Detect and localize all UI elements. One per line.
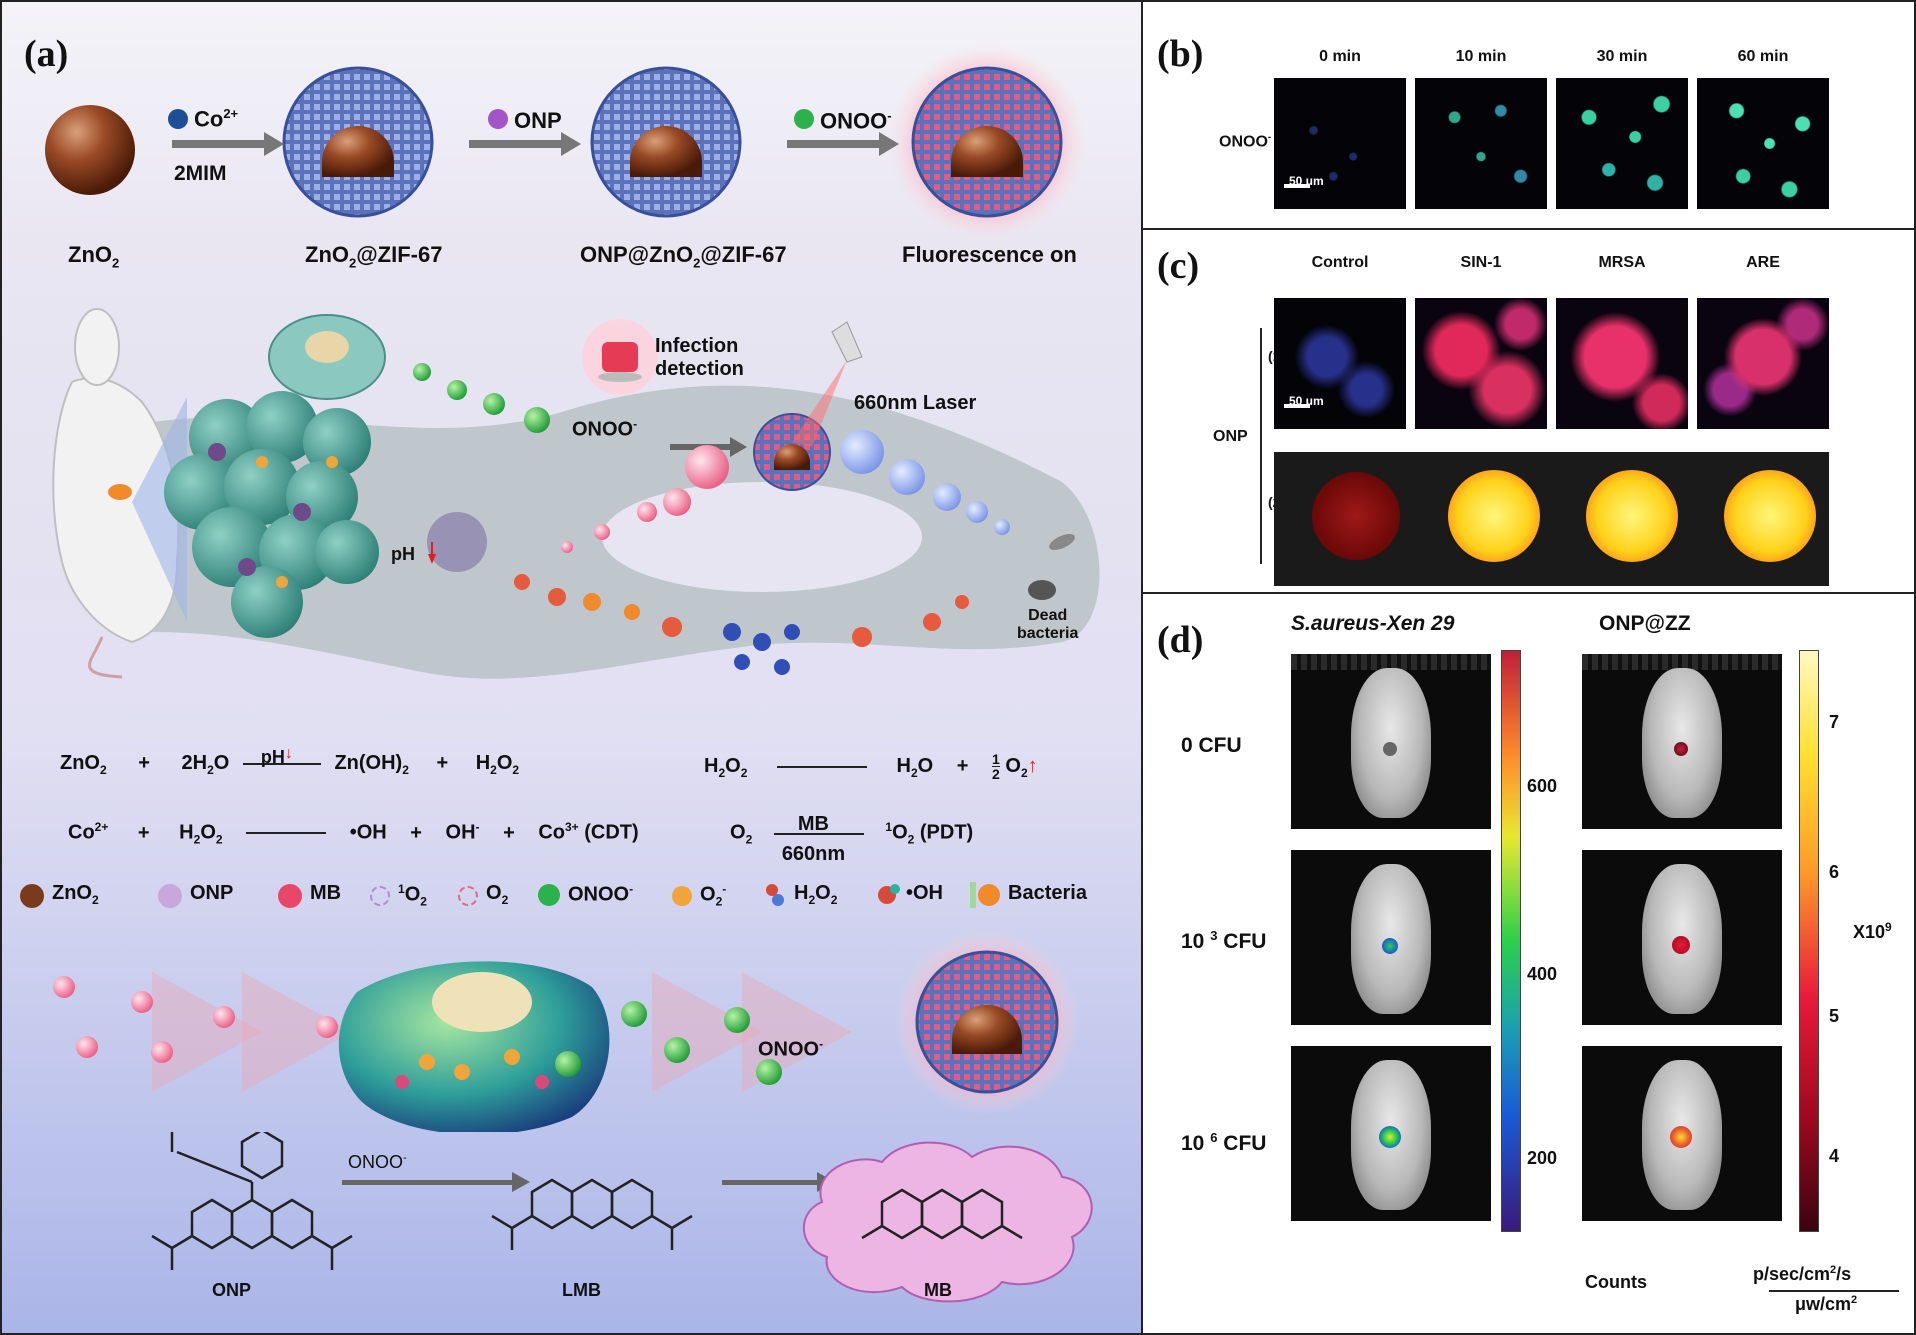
units-denominator: μw/cm2 (1795, 1294, 1858, 1314)
colorbar1-tick-400: 400 (1527, 964, 1558, 984)
molecule-label-lmb: LMB (562, 1280, 601, 1300)
image-saureus-1e6cfu (1291, 1046, 1491, 1221)
scale-bar-b: 50 μm (1289, 174, 1324, 188)
micrograph-10min (1415, 78, 1547, 209)
colorbar1-tick-200: 200 (1527, 1148, 1558, 1168)
col-control: Control (1311, 254, 1369, 271)
image-saureus-1e3cfu (1291, 850, 1491, 1025)
eq1: ZnO2 + 2H2O pH ↓ Zn(OH)2 + H2O2 (60, 745, 520, 777)
well-plate-image (1274, 452, 1829, 586)
micrograph-mrsa (1556, 298, 1688, 429)
col-30min: 30 min (1596, 48, 1648, 65)
laser-label: 660nm Laser (854, 392, 977, 414)
panel-d-label: (d) (1157, 619, 1204, 661)
tissue-cluster (164, 391, 379, 638)
synthesis-graphics (45, 44, 1085, 240)
units-numerator: p/sec/cm2/s (1753, 1264, 1852, 1284)
onp-label: ONP (514, 108, 562, 133)
scale-bar-c: 50 μm (1289, 394, 1324, 408)
panel-a-label: (a) (24, 33, 69, 75)
micrograph-30min (1556, 78, 1688, 209)
image-saureus-0cfu (1291, 654, 1491, 829)
co-label: Co2+ (194, 106, 239, 132)
onoo-label: ONOO- (820, 108, 892, 134)
image-onpzz-1e6cfu (1582, 1046, 1782, 1221)
colorbar2-tick-6: 6 (1829, 862, 1840, 882)
colorbar1-tick-600: 600 (1527, 776, 1558, 796)
panel-c-label: (c) (1157, 245, 1200, 287)
onoo-bottom-label: ONOO- (758, 1037, 824, 1061)
col-mrsa: MRSA (1598, 254, 1646, 271)
product-onp-zno2-zif67: ONP@ZnO2@ZIF-67 (580, 242, 787, 271)
cell-illustration (338, 961, 610, 1132)
mechanism-scheme (52, 308, 1100, 679)
onoo-icon (794, 109, 814, 129)
image-onpzz-1e3cfu (1582, 850, 1782, 1025)
colorbar2-tick-4: 4 (1829, 1146, 1840, 1166)
row-label-onoo: ONOO- (1219, 132, 1272, 151)
ph-label: pH (391, 544, 415, 564)
reaction-arrow-label: ONOO- (348, 1152, 407, 1172)
micrograph-are (1697, 298, 1829, 429)
well-are (1724, 470, 1816, 562)
micrograph-60min (1697, 78, 1829, 209)
col-60min: 60 min (1737, 48, 1789, 65)
colorbar2-exponent: X109 (1853, 920, 1892, 942)
panel-d: (d) S.aureus-Xen 29 ONP@ZZ 0 CFU 10 3 CF… (1141, 592, 1916, 1335)
colorbar-onpzz (1799, 650, 1819, 1232)
eq4: O2 MB 660nm 1O2 (PDT) (730, 812, 974, 865)
mouse-figure (52, 377, 180, 644)
reaction-equations: ZnO2 + 2H2O pH ↓ Zn(OH)2 + H2O2 H2O2 H2O… (2, 732, 1141, 865)
co-ion-icon (168, 109, 188, 129)
molecule-label-onp: ONP (212, 1280, 252, 1300)
onp-icon (488, 109, 508, 129)
group-label-onp: ONP (1213, 428, 1248, 445)
probe-reaction (151, 1132, 1093, 1303)
cell-uptake-scheme (53, 932, 1079, 1132)
well-sin1 (1448, 470, 1540, 562)
product-zno2-zif67: ZnO2@ZIF-67 (305, 242, 443, 271)
micrograph-0min (1274, 78, 1406, 209)
image-onpzz-0cfu (1582, 654, 1782, 829)
micrograph-sin1 (1415, 298, 1547, 429)
molecule-label-mb: MB (924, 1280, 952, 1300)
colorbar2-tick-5: 5 (1829, 1006, 1840, 1026)
units-fraction-bar (1769, 1290, 1899, 1292)
col-are: ARE (1746, 254, 1780, 271)
well-control (1312, 472, 1400, 560)
product-zno2: ZnO2 (68, 242, 120, 271)
row-label-1e6cfu: 10 6 CFU (1181, 1130, 1267, 1155)
zno2-particle (45, 105, 135, 195)
panel-a: (a) (0, 0, 1143, 1335)
onoo-scheme-label: ONOO- (572, 417, 638, 441)
group-bracket (1260, 328, 1262, 564)
2mim-label: 2MIM (174, 162, 227, 185)
panel-b: (b) ONOO- 0 min 10 min 30 min 60 min 50 … (1141, 0, 1916, 230)
col-title-onpzz: ONP@ZZ (1599, 612, 1691, 635)
well-mrsa (1586, 470, 1678, 562)
col-10min: 10 min (1455, 48, 1507, 65)
colorbar-saureus (1501, 650, 1521, 1232)
micrograph-control (1274, 298, 1406, 429)
col-sin1: SIN-1 (1460, 254, 1502, 271)
panel-c: (c) Control SIN-1 MRSA ARE ONP (1) (2) 5… (1141, 228, 1916, 594)
col-title-saureus: S.aureus-Xen 29 (1291, 612, 1455, 635)
row-label-1e3cfu: 10 3 CFU (1181, 928, 1267, 953)
row-label-0cfu: 0 CFU (1181, 734, 1242, 757)
colorbar2-tick-7: 7 (1829, 712, 1840, 732)
eq3: Co2+ + H2O2 •OH + OH- + Co3+ (CDT) (68, 820, 639, 847)
col-0min: 0 min (1319, 48, 1361, 65)
units-counts: Counts (1585, 1272, 1647, 1292)
legend: ZnO2 ONP MB 1O2 O2 ONOO- O2- H2O2 •OH Ba… (20, 882, 1130, 922)
product-fluorescence-on: Fluorescence on (902, 242, 1077, 267)
panel-b-label: (b) (1157, 33, 1204, 75)
